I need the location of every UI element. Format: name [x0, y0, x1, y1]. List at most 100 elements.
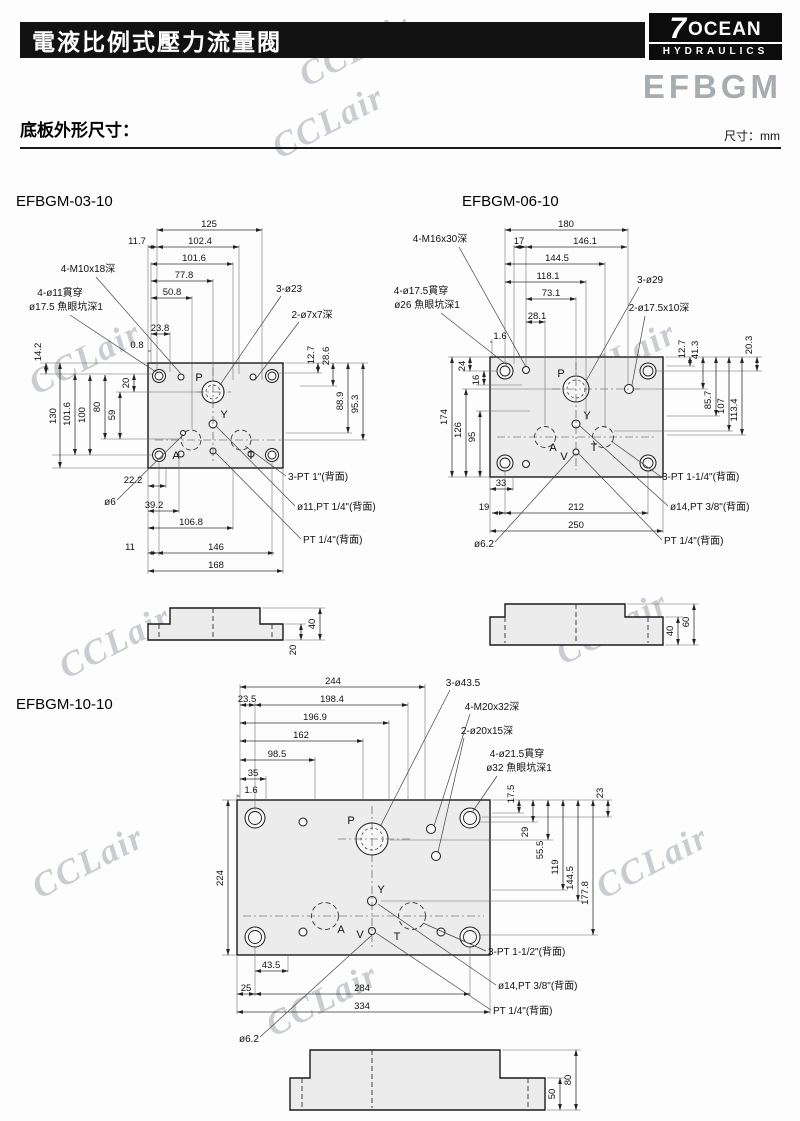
hole-label: 4-M20x32深: [465, 701, 519, 713]
port-label-a: A: [337, 924, 345, 936]
dim-label: 119: [550, 859, 561, 874]
dim-label: 0.8: [130, 340, 143, 351]
dim-label: 212: [568, 502, 584, 513]
dim-label: 88.9: [335, 392, 346, 411]
dim-label: 20: [288, 645, 299, 656]
port-label-v: V: [356, 929, 364, 941]
d3-side-view: 50 80: [289, 1049, 581, 1111]
dim-label: 20.3: [744, 336, 755, 355]
dim-label: 40: [307, 619, 318, 630]
port-callout: 3-PT 1-1/4"(背面): [662, 470, 739, 483]
dim-label: 20: [121, 378, 132, 389]
d2-callouts: 4-M16x30深 4-ø17.5貫穿 ø26 魚眼坑深1 3-ø29 2-ø1…: [394, 233, 750, 550]
port-label-a: A: [549, 442, 557, 454]
d2-side-view: 40 60: [489, 603, 699, 646]
port-label-t: T: [394, 931, 401, 943]
brand-logo-top: 7 OCEAN: [649, 13, 782, 44]
dim-label: 25: [241, 983, 252, 994]
port-label-t: T: [591, 442, 598, 454]
port-label-p: P: [347, 815, 354, 827]
hole-label: ø6.2: [474, 539, 494, 550]
port-label-p: P: [195, 372, 202, 384]
dim-label: 144.5: [545, 253, 569, 264]
logo-brand-text: OCEAN: [688, 19, 762, 40]
dim-label: 250: [568, 520, 584, 531]
divider: [20, 147, 781, 149]
dim-label: 73.1: [542, 288, 561, 299]
dim-label: 198.4: [320, 694, 344, 705]
dim-label: 146.1: [573, 236, 597, 247]
dim-label: 174: [439, 409, 450, 425]
hole-label: 3-ø23: [276, 284, 303, 295]
dim-label: 100: [77, 407, 88, 423]
dim-label: 118.1: [536, 271, 559, 282]
hole-label: 4-M16x30深: [413, 233, 467, 245]
port-callout: ø14,PT 3/8"(背面): [670, 500, 750, 513]
dim-label: 28.1: [528, 311, 547, 322]
port-label-y: Y: [220, 409, 228, 421]
dim-label: 14.2: [33, 343, 44, 362]
dim-label: 1.6: [244, 785, 257, 796]
dim-label: 40: [665, 626, 676, 637]
d1-dimensions: 125 11.7 102.4 101.6 77.8 50.8 23.8 0.8 …: [33, 219, 365, 573]
dim-label: 85.7: [703, 391, 714, 410]
dim-label: 125: [201, 219, 217, 230]
hole-label: 4-ø17.5貫穿: [394, 284, 448, 297]
dim-label: 244: [325, 676, 341, 687]
dim-label: 180: [558, 219, 574, 230]
dim-label: 35: [248, 768, 259, 779]
dim-label: 12.7: [677, 340, 688, 359]
dim-label: 80: [563, 1075, 574, 1086]
dim-label: 101.6: [62, 402, 73, 426]
dim-label: 55.5: [535, 841, 546, 860]
dim-label: 224: [215, 870, 226, 886]
dim-label: 168: [208, 560, 224, 571]
dim-label: 17.5: [506, 785, 517, 804]
d2-plate: P Y A T V: [489, 356, 664, 478]
port-label-p: P: [557, 368, 564, 380]
logo-seven: 7: [669, 12, 687, 45]
dim-label: 106.8: [179, 517, 203, 528]
dim-label: 162: [293, 730, 309, 741]
subplate-section: [147, 607, 284, 641]
port-callout: ø14,PT 3/8"(背面): [498, 979, 578, 992]
dim-label: 39.2: [145, 500, 164, 511]
dim-label: 28.6: [321, 347, 332, 366]
port-label-a: A: [172, 450, 180, 462]
hole-label: 4-ø21.5貫穿: [490, 747, 544, 760]
drawing-efbgm-10-10: EFBGM-10-10 P: [16, 676, 612, 1111]
port-callout: PT 1/4"(背面): [493, 1004, 553, 1017]
dim-label: 284: [354, 983, 370, 994]
section-label: 底板外形尺寸：: [20, 121, 139, 140]
unit-label: 尺寸：mm: [724, 129, 780, 143]
drawing-efbgm-06-10: EFBGM-06-10 P Y: [394, 193, 762, 646]
page-title-bar: 電液比例式壓力流量閥: [20, 22, 645, 58]
dim-label: 11.7: [128, 236, 146, 247]
subplate-section: [289, 1049, 546, 1111]
model-code: EFBGM: [642, 68, 782, 105]
dim-label: 95.3: [350, 395, 361, 414]
dim-label: 1.6: [493, 331, 506, 342]
dim-label: 146: [208, 542, 224, 553]
dim-label: 11: [125, 542, 135, 553]
port-a-hole: [180, 429, 202, 451]
dim-label: 17: [514, 236, 525, 247]
port-callout: 3-PT 1"(背面): [288, 470, 348, 483]
page-title: 電液比例式壓力流量閥: [32, 29, 282, 55]
dim-label: 177.8: [580, 881, 591, 905]
dim-label: 50: [547, 1089, 558, 1100]
hole-label: ø32 魚眼坑深1: [486, 761, 552, 774]
subplate-section: [489, 603, 664, 646]
logo-sub-text: HYDRAULICS: [662, 46, 769, 57]
hole-label: 2-ø7x7深: [291, 309, 332, 321]
dim-label: 33: [496, 478, 507, 489]
dim-label: 23: [595, 788, 606, 799]
dim-label: 126: [453, 422, 464, 438]
dim-label: 130: [48, 408, 59, 424]
dim-label: 19: [479, 502, 490, 513]
d1-side-view: 40 20: [147, 607, 325, 656]
dim-label: 113.4: [729, 398, 740, 421]
dim-label: 29: [520, 827, 531, 838]
dim-label: 196.9: [303, 712, 327, 723]
